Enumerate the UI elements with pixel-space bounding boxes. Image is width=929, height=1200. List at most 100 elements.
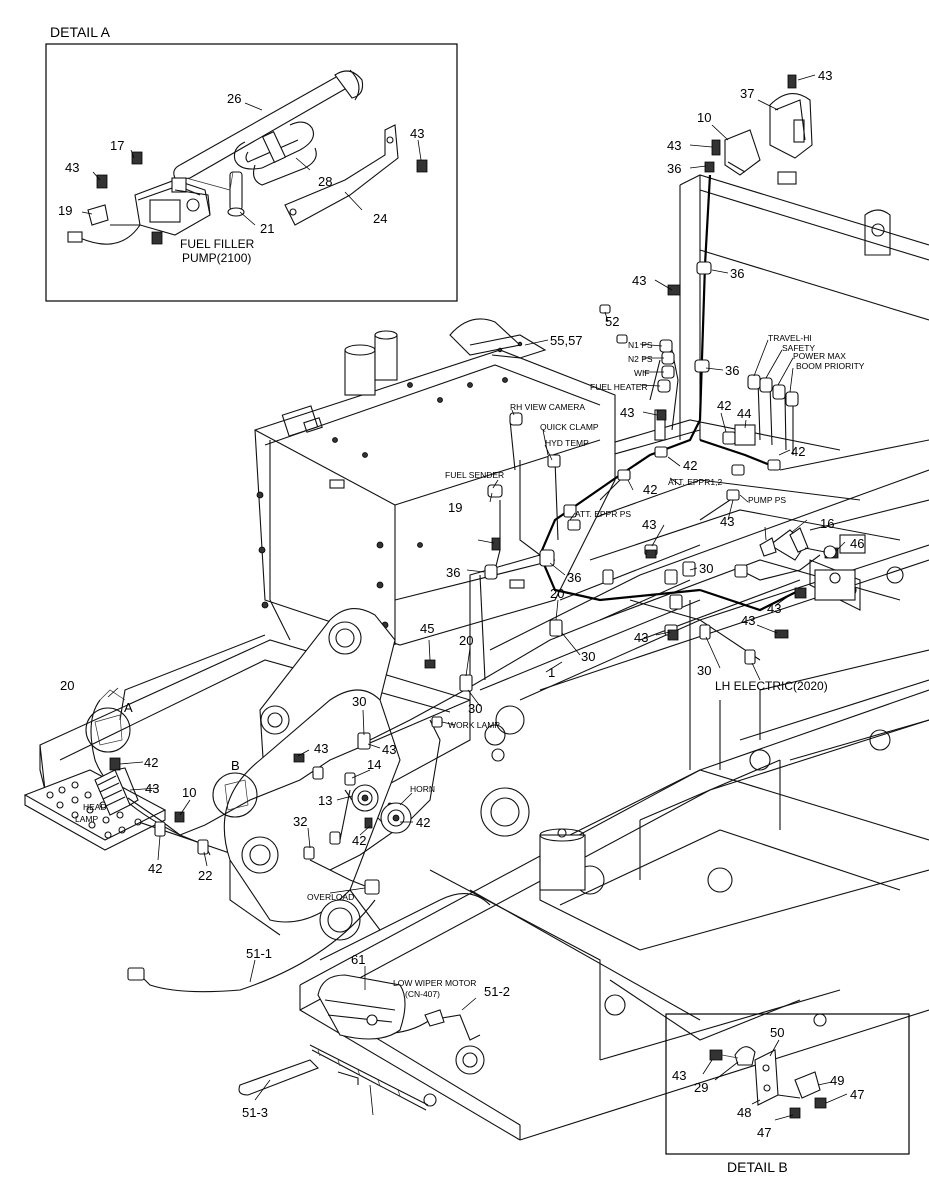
label-att-eppr12: ATT. EPPR1,2 [668,477,722,487]
relay-and-cover [724,93,813,176]
label-hyd-temp: HYD TEMP [545,438,589,448]
misc-parts [759,527,837,561]
callout: 51-3 [242,1105,268,1120]
callout: 43 [818,68,832,83]
boom-mount [223,608,530,961]
leader-lines [81,74,848,1121]
callout: 30 [581,649,595,664]
label-rh-view-camera: RH VIEW CAMERA [510,402,585,412]
callout: 10 [182,785,196,800]
callout: 42 [148,861,162,876]
callout: 20 [550,586,564,601]
callout: 43 [667,138,681,153]
connector-22 [127,967,145,981]
detail-a-label: PUMP(2100) [182,251,251,265]
callout: 42 [643,482,657,497]
callout: 42 [717,398,731,413]
callout: 22 [198,868,212,883]
label-lamp: LAMP [75,814,98,824]
callout: 30 [699,561,713,576]
label-safety: SAFETY [782,343,815,353]
callout: 36 [730,266,744,281]
detail-b-callout: 47 [850,1087,864,1102]
callout: 14 [367,757,381,772]
callout: 43 [632,273,646,288]
callout: 61 [351,952,365,967]
detail-b-callout: 43 [672,1068,686,1083]
detail-a-callout: 17 [110,138,124,153]
callout: 42 [352,833,366,848]
callout: 20 [459,633,473,648]
callout: 20 [60,678,74,693]
detail-a-callout: 21 [260,221,274,236]
horn-assembly [344,784,412,834]
callout: 43 [634,630,648,645]
detail-a-callout: 43 [65,160,79,175]
callout: 43 [314,741,328,756]
upper-frame-structure [39,171,929,1141]
callout: 30 [697,663,711,678]
callout: 19 [448,500,462,515]
tank-block [254,318,616,646]
callout: 42 [791,444,805,459]
callout: 30 [352,694,366,709]
detail-b-callout: 29 [694,1080,708,1095]
label-fuel-sender: FUEL SENDER [445,470,504,480]
callout: 1 [548,665,555,680]
callout: 52 [605,314,619,329]
callout: 36 [446,565,460,580]
callout: 43 [741,613,755,628]
callout: 42 [144,755,158,770]
detail-b-title: DETAIL B [727,1159,788,1175]
callout: 43 [145,781,159,796]
head-lamp [94,767,139,816]
label-fuel-heater: FUEL HEATER [590,382,648,392]
label-low-wiper-motor: LOW WIPER MOTOR [393,978,476,988]
label-n1-ps: N1 PS [628,340,653,350]
detail-b-callout: 47 [757,1125,771,1140]
label-n2-ps: N2 PS [628,354,653,364]
detail-b-box [665,1013,910,1155]
detail-a-label: FUEL FILLER [180,237,255,251]
callout: 43 [642,517,656,532]
wiper-arm-blade [238,1044,429,1111]
label-cn-407: (CN-407) [405,989,440,999]
label-power-max: POWER MAX [793,351,846,361]
clamps [154,261,799,895]
callout: 43 [767,601,781,616]
detail-markers [85,689,258,818]
label-head: HEAD [83,802,107,812]
callout: 13 [318,793,332,808]
left-step [23,769,167,851]
callout: 30 [468,701,482,716]
label-quick-clamp: QUICK CLAMP [540,422,599,432]
callout: 10 [697,110,711,125]
label-pump-ps: PUMP PS [748,495,786,505]
callout: 32 [293,814,307,829]
detail-a-callout: 26 [227,91,241,106]
callout: 37 [740,86,754,101]
label-att-eppr-ps: ATT. EPPR PS [575,509,631,519]
callout: 43 [720,514,734,529]
callout: 43 [620,405,634,420]
detail-a-callout: 19 [58,203,72,218]
detail-a-marker: A [124,700,133,715]
callout: 45 [420,621,434,636]
callout: 16 [820,516,834,531]
callout: 55,57 [550,333,583,348]
detail-b-callout: 50 [770,1025,784,1040]
detail-a-callout: 24 [373,211,387,226]
label-boom-priority: BOOM PRIORITY [796,361,865,371]
callout: 51-1 [246,946,272,961]
detail-a-callout: 43 [410,126,424,141]
callout: 51-2 [484,984,510,999]
label-horn: HORN [410,784,435,794]
callout: 36 [567,570,581,585]
callout: 36 [667,161,681,176]
label-travel-hi: TRAVEL-HI [768,333,812,343]
label-work-lamp: WORK LAMP [448,720,500,730]
detail-b-callout: 49 [830,1073,844,1088]
detail-b-marker: B [231,758,240,773]
label-wif: WIF [634,368,650,378]
